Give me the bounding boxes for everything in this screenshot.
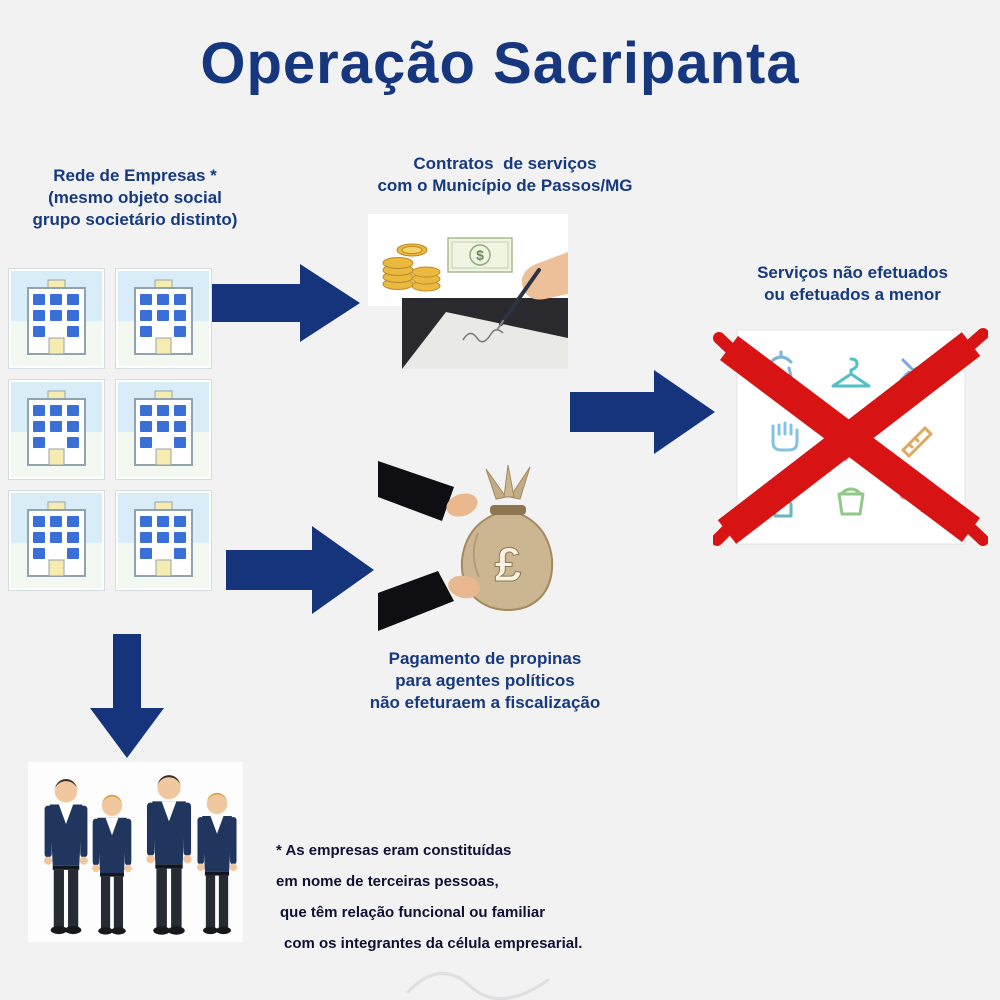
giver-receiver-arms <box>378 461 480 631</box>
services-label-line-2: ou efetuados a menor <box>764 285 941 304</box>
footnote-line-3: que têm relação funcional ou familiar <box>280 904 546 921</box>
signing-hand-icon <box>496 252 568 331</box>
footnote-line-4: com os integrantes da célula empresarial… <box>284 935 583 952</box>
red-x-mark <box>713 328 988 546</box>
network-label-line-3: grupo societário distinto) <box>32 210 238 229</box>
network-label: Rede de Empresas * (mesmo objeto social … <box>0 165 270 231</box>
bribes-label-line-2: para agentes políticos <box>395 671 575 690</box>
office-building-icon <box>8 379 105 480</box>
office-building-icon <box>8 268 105 369</box>
footnote: * As empresas eram constituídas em nome … <box>276 840 626 964</box>
bucket-icon <box>837 487 865 516</box>
footnote-line-2: em nome de terceiras pessoas, <box>276 873 499 890</box>
companies-grid <box>8 268 212 591</box>
service-icons-crossed-out-icon <box>713 328 988 546</box>
page-title: Operação Sacripanta <box>200 31 800 96</box>
contracts-label-line-1: Contratos de serviços <box>413 154 597 173</box>
glove-icon <box>771 421 799 452</box>
services-label-line-1: Serviços não efetuados <box>757 263 948 282</box>
office-building-icon <box>115 490 212 591</box>
office-building-icon <box>115 268 212 369</box>
bribes-label-line-3: não efeturaem a fiscalização <box>369 693 601 712</box>
hanger-icon <box>831 357 871 388</box>
watermark-scribble <box>406 971 550 1000</box>
contracts-label: Contratos de serviços com o Município de… <box>340 153 670 197</box>
network-label-line-2: (mesmo objeto social <box>48 188 222 207</box>
arrow-companies-to-people <box>90 634 164 758</box>
bribes-label: Pagamento de propinas para agentes polít… <box>325 648 645 714</box>
network-label-line-1: Rede de Empresas * <box>53 166 217 185</box>
office-building-icon <box>115 379 212 480</box>
banknote-icon: $ <box>447 237 513 273</box>
arrow-companies-to-bribe <box>226 526 374 614</box>
money-bag-icon: £ <box>460 464 554 611</box>
contracts-label-line-2: com o Município de Passos/MG <box>377 176 633 195</box>
money-bag-currency-symbol: £ <box>495 539 522 592</box>
hands-exchanging-money-bag-icon: £ <box>378 461 554 631</box>
coins-banknote-contract-signing-icon: $ <box>368 214 568 369</box>
services-label: Serviços não efetuados ou efetuados a me… <box>710 262 995 306</box>
banknote-currency-symbol: $ <box>476 247 484 263</box>
four-businesspeople-icon <box>28 762 243 942</box>
pencil-icon <box>901 426 933 458</box>
office-building-icon <box>8 490 105 591</box>
gold-coins-icon <box>382 243 441 292</box>
bribes-label-line-1: Pagamento de propinas <box>388 649 582 668</box>
footnote-line-1: * As empresas eram constituídas <box>276 842 512 859</box>
arrow-contracts-to-services <box>570 370 715 454</box>
arrow-companies-to-contracts <box>212 264 360 342</box>
